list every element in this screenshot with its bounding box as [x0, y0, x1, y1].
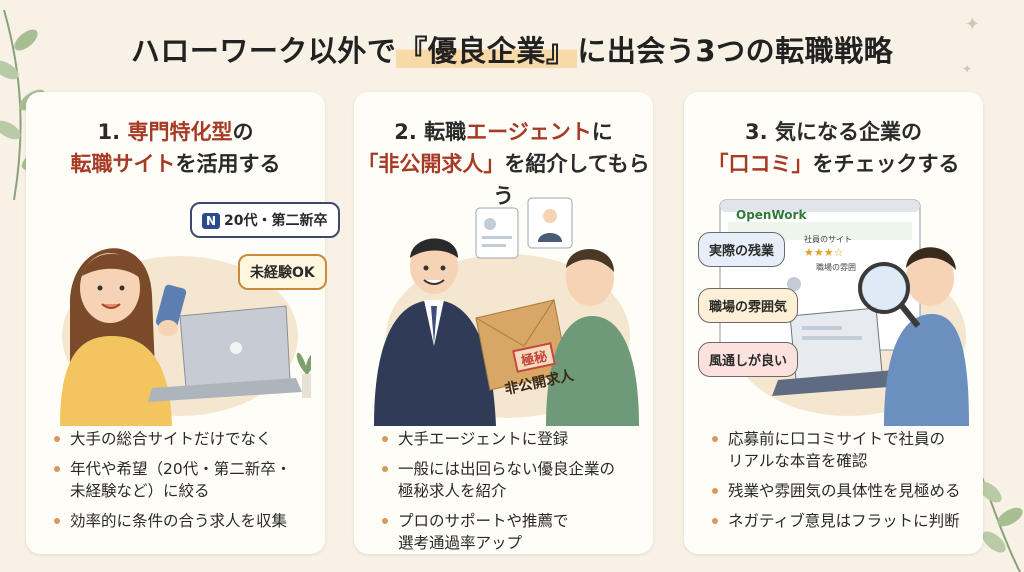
sparkle-icon: ✦	[961, 62, 972, 76]
leaf-decoration-right-icon	[978, 471, 1023, 572]
woman-with-phone-icon	[60, 248, 316, 426]
list-item: ネガティブ意見はフラットに判断	[712, 510, 971, 532]
site-label: 職場の雰囲	[816, 263, 856, 272]
list-item: 年代や希望（20代・第二新卒・未経験など）に絞る	[54, 458, 313, 502]
bullet-list: 応募前に口コミサイトで社員のリアルな本音を確認 残業や雰囲気の具体性を見極める …	[712, 428, 971, 540]
review-tag-atmosphere: 職場の雰囲気	[698, 288, 799, 323]
list-item: 大手の総合サイトだけでなく	[54, 428, 313, 450]
review-tag-overtime: 実際の残業	[698, 232, 786, 267]
openwork-logo: OpenWork	[736, 208, 807, 222]
sparkle-icon: ✦	[964, 14, 980, 35]
title-text: に出会う3つの転職戦略	[577, 34, 894, 68]
star-rating-icon: ★★★☆	[804, 246, 844, 259]
illustration-agent-handoff: 極秘 非公開求人	[368, 196, 639, 496]
site-label: 社員のサイト	[804, 235, 852, 244]
illustration-review-site: OpenWork 社員のサイト ★★★☆ 職場の雰囲 実際の残業 職場の雰囲気 …	[698, 196, 969, 496]
card-heading: 3. 気になる企業の 「口コミ」をチェックする	[707, 120, 960, 176]
card-heading: 2. 転職エージェントに 「非公開求人」を紹介してもらう	[357, 120, 650, 208]
list-item: 大手エージェントに登録	[382, 428, 641, 450]
bullet-list: 大手の総合サイトだけでなく 年代や希望（20代・第二新卒・未経験など）に絞る 効…	[54, 428, 313, 540]
title-highlight: 『優良企業』	[396, 34, 578, 68]
list-item: 効率的に条件の合う求人を収集	[54, 510, 313, 532]
list-item: プロのサポートや推薦で選考通過率アップ	[382, 510, 641, 554]
review-tag-openness: 風通しが良い	[698, 342, 799, 377]
n-logo-icon: N	[202, 213, 221, 229]
bullet-list: 大手エージェントに登録 一般には出回らない優良企業の極秘求人を紹介 プロのサポー…	[382, 428, 641, 562]
title-text: ハローワーク以外で	[130, 34, 397, 68]
tag-bubble-inexperienced: 未経験OK	[238, 254, 327, 290]
list-item: 残業や雰囲気の具体性を見極める	[712, 480, 971, 502]
strategy-card-2: 2. 転職エージェントに 「非公開求人」を紹介してもらう	[354, 92, 653, 554]
card-heading: 1. 専門特化型の 転職サイトを活用する	[70, 120, 281, 176]
list-item: 一般には出回らない優良企業の極秘求人を紹介	[382, 458, 641, 502]
list-item: 応募前に口コミサイトで社員のリアルな本音を確認	[712, 428, 971, 472]
strategy-card-3: 3. 気になる企業の 「口コミ」をチェックする OpenWork 社員のサイト …	[684, 92, 983, 554]
agent-handing-envelope-icon	[374, 197, 639, 426]
page-title: ハローワーク以外で『優良企業』に出会う3つの転職戦略	[0, 28, 1024, 70]
